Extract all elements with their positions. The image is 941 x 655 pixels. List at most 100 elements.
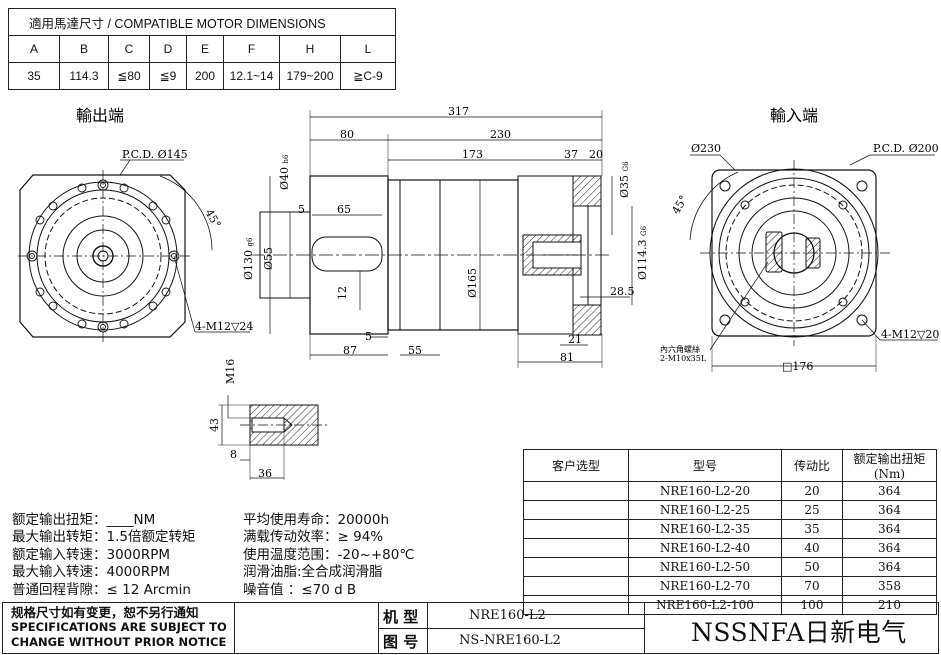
- dim-21: 21: [568, 333, 582, 346]
- dim-81: 81: [560, 351, 574, 364]
- compat-table-title: 適用馬達尺寸 / COMPATIBLE MOTOR DIMENSIONS: [8, 8, 396, 36]
- cell: NRE160-L2-40: [628, 538, 782, 558]
- spec-rated-speed: 额定输入转速：3000RPM: [12, 546, 171, 563]
- dim-43: 43: [208, 418, 221, 432]
- dim-m16: M16: [224, 359, 237, 384]
- cell: 364: [842, 538, 937, 558]
- dim-28-5: 28.5: [610, 285, 635, 298]
- compat-value: ≦9: [149, 62, 187, 90]
- cell: 35: [781, 519, 843, 539]
- cell: 364: [842, 481, 937, 501]
- dim-317: 317: [448, 105, 469, 118]
- dim-55: 55: [408, 344, 422, 357]
- dim-dia114: Ø114.3 G6: [636, 225, 649, 280]
- side-section-view: [250, 110, 633, 368]
- compat-header-row: A B C D E F H L: [8, 35, 396, 63]
- notice-en-line2: CHANGE WITHOUT PRIOR NOTICE: [11, 635, 227, 649]
- spec-max-speed: 最大输入转速：4000RPM: [12, 564, 171, 581]
- cell: NRE160-L2-50: [628, 557, 782, 577]
- dim-65: 65: [337, 203, 351, 216]
- notice-cn: 规格尺寸如有变更，恕不另行通知: [11, 605, 199, 620]
- output-pcd-label: P.C.D. Ø145: [122, 148, 188, 161]
- cell: 364: [842, 519, 937, 539]
- spec-lubricant: 润滑油脂:全合成润滑脂: [243, 564, 383, 581]
- compat-value: 12.1~14: [223, 62, 280, 90]
- drawing-value: NS-NRE160-L2: [459, 633, 561, 648]
- spec-backlash: 普通回程背隙：≤ 12 Arcmin: [12, 581, 191, 598]
- model-info-box: 机 型 NRE160-L2 图 号 NS-NRE160-L2: [378, 603, 645, 653]
- cell: NRE160-L2-100: [628, 595, 782, 615]
- cell: NRE160-L2-20: [628, 481, 782, 501]
- dim-12: 12: [336, 286, 349, 300]
- dim-80: 80: [340, 128, 354, 141]
- output-thread-label: 4-M12▽24: [195, 320, 253, 333]
- output-angle-label: 45°: [202, 207, 223, 230]
- dim-dia130: Ø130 g6: [242, 237, 255, 280]
- input-pcd-label: P.C.D. Ø200: [873, 142, 939, 155]
- dim-87: 87: [343, 344, 357, 357]
- compat-value: 179~200: [279, 62, 341, 90]
- notice-box: 规格尺寸如有变更，恕不另行通知 SPECIFICATIONS ARE SUBJE…: [3, 603, 235, 653]
- screw-note-spec: 2-M10x35L: [660, 354, 707, 363]
- model-header-row: 客户选型 型号 传动比 额定输出扭矩(Nm): [523, 449, 937, 482]
- model-value: NRE160-L2: [469, 608, 546, 623]
- compat-header: E: [186, 35, 224, 63]
- cell: [523, 481, 629, 501]
- model-header: 额定输出扭矩(Nm): [842, 449, 937, 482]
- input-end-view: [689, 154, 938, 372]
- spec-list-right: 平均使用寿命：20000h 满载传动效率：≥ 94% 使用温度范围：-20~+8…: [243, 512, 415, 599]
- cell: NRE160-L2-35: [628, 519, 782, 539]
- dim-37: 37: [564, 148, 578, 161]
- input-end-label: 輸入端: [770, 106, 818, 125]
- spec-lifetime: 平均使用寿命：20000h: [243, 512, 390, 528]
- cell: [523, 557, 629, 577]
- compat-value: 200: [186, 62, 224, 90]
- spec-noise: 噪音值 ：≤70 d B: [243, 581, 357, 598]
- gearbox-drawing: 輸出端 輸入端 P.C.D. Ø145 45° 4-M: [18, 105, 939, 480]
- cell: [523, 538, 629, 558]
- spec-list-left: 额定输出扭矩：____NM 最大输出转矩：1.5倍额定转矩 额定输入转速：300…: [12, 512, 195, 599]
- cell: 50: [781, 557, 843, 577]
- output-end-view: [18, 159, 250, 342]
- cell: [523, 519, 629, 539]
- title-block: 规格尺寸如有变更，恕不另行通知 SPECIFICATIONS ARE SUBJE…: [2, 602, 939, 654]
- dim-20: 20: [589, 148, 603, 161]
- dim-sq176: □176: [782, 360, 813, 373]
- model-header: 型号: [628, 449, 782, 482]
- spec-temperature: 使用温度范围：-20~+80℃: [243, 546, 415, 563]
- cell: 358: [842, 576, 937, 596]
- model-header: 传动比: [781, 449, 843, 482]
- dim-173: 173: [462, 148, 483, 161]
- compatible-motor-table: 適用馬達尺寸 / COMPATIBLE MOTOR DIMENSIONS A B…: [8, 8, 396, 90]
- cell: 70: [781, 576, 843, 596]
- dim-5-top: 5: [298, 203, 305, 216]
- cell: 25: [781, 500, 843, 520]
- cell: 100: [781, 595, 843, 615]
- drawing-label: 图 号: [383, 633, 419, 651]
- compat-value-row: 35 114.3 ≦80 ≦9 200 12.1~14 179~200 ≧C-9: [8, 62, 396, 90]
- dim-dia165: Ø165: [466, 268, 479, 298]
- spec-rated-torque: 额定输出扭矩：____NM: [12, 512, 156, 528]
- dim-dia35: Ø35 G6: [618, 161, 631, 198]
- spec-efficiency: 满载传动效率：≥ 94%: [243, 529, 384, 546]
- dim-dia40: Ø40 h6: [278, 154, 291, 190]
- output-end-label: 輸出端: [76, 106, 124, 125]
- input-angle-label: 45°: [669, 193, 690, 216]
- cell: 364: [842, 557, 937, 577]
- dim-230: 230: [490, 128, 511, 141]
- input-thread-label: 4-M12▽20: [881, 328, 939, 341]
- screw-note-cn: 內六角螺絲: [660, 344, 700, 354]
- brand-logo-text: NSSNFA日新电气: [691, 618, 907, 647]
- cell: NRE160-L2-25: [628, 500, 782, 520]
- model-header: 客户选型: [523, 449, 629, 482]
- shaft-end-detail: [218, 395, 330, 480]
- cell: 364: [842, 500, 937, 520]
